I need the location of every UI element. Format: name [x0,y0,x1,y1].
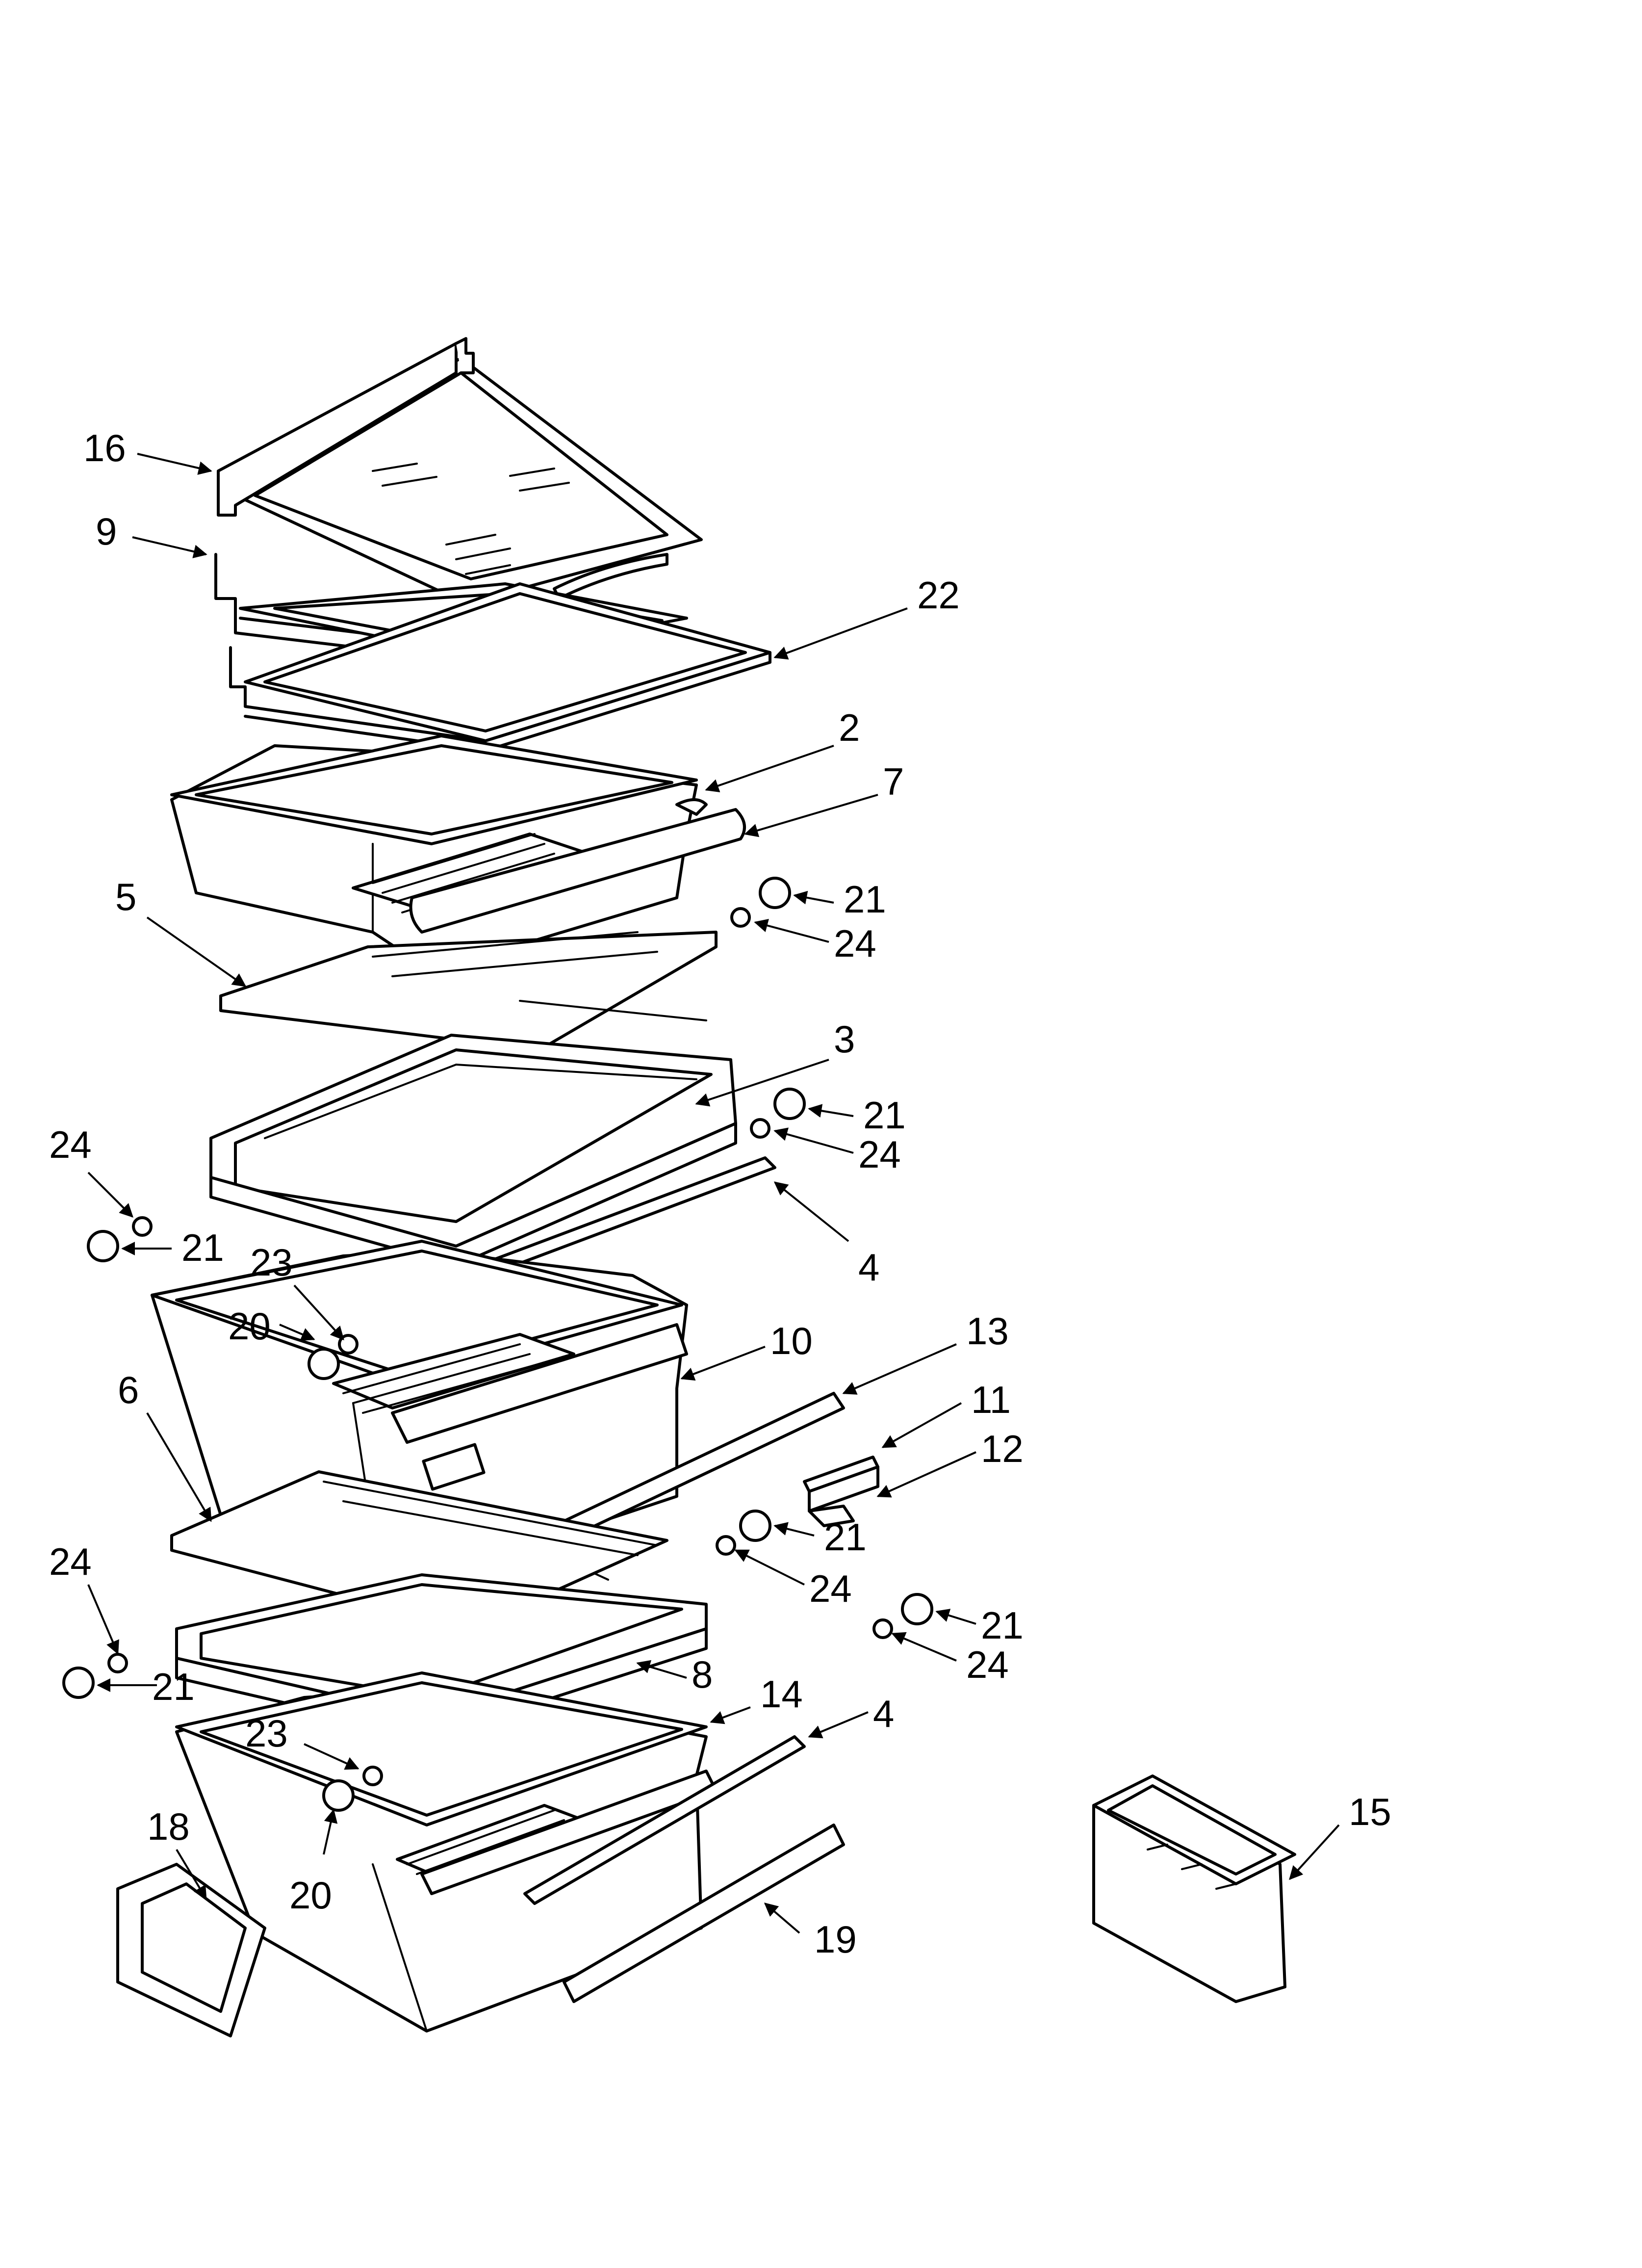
callout-8: 8 [692,1653,713,1696]
callout-2: 2 [839,706,860,749]
callout-7: 7 [883,760,904,803]
callout-6: 6 [118,1368,139,1411]
callout-4: 4 [858,1246,879,1289]
callout-21: 21 [844,878,886,921]
callout-9: 9 [96,510,117,553]
callout-22: 22 [917,574,960,617]
callout-24: 24 [809,1567,852,1610]
control-slide [803,1456,879,1512]
callout-4: 4 [873,1692,894,1735]
crisper-pan-bottom [175,1671,718,2033]
callout-24: 24 [834,922,876,965]
callout-3: 3 [834,1017,855,1061]
callout-10: 10 [770,1319,813,1362]
callout-23: 23 [245,1712,288,1755]
callout-13: 13 [966,1309,1009,1353]
crisper-frame [209,1000,737,1267]
crisper-pan-upper [170,734,746,973]
callout-5: 5 [115,875,136,918]
crisper-glass [219,931,718,1051]
callout-20: 20 [228,1304,271,1348]
shelf [229,582,771,752]
callout-21: 21 [863,1094,906,1137]
callout-labels: 16 9 22 2 7 21 24 5 3 21 24 24 21 4 23 2… [49,426,1391,1961]
callout-23: 23 [250,1241,293,1284]
leader-lines [87,453,1340,1934]
shelf-glass-top [217,337,703,605]
callout-21: 21 [824,1515,867,1559]
cover [563,1824,845,2003]
callout-24: 24 [966,1643,1009,1686]
storage-bin [1092,1774,1296,2003]
callout-24: 24 [858,1133,901,1176]
callout-24: 24 [49,1540,92,1583]
callout-19: 19 [814,1918,857,1961]
callout-15: 15 [1349,1790,1391,1833]
callout-18: 18 [147,1805,190,1848]
label-plate [116,1863,266,2037]
callout-21: 21 [152,1665,195,1708]
rail-lower [523,1735,806,1905]
callout-21: 21 [181,1226,224,1269]
callout-11: 11 [971,1378,1011,1421]
callout-20: 20 [289,1874,332,1917]
callout-14: 14 [760,1672,803,1716]
callout-12: 12 [981,1427,1024,1470]
roller-assembly [62,877,933,1812]
callout-24: 24 [49,1123,92,1166]
control-guide [808,1505,855,1527]
callout-16: 16 [83,426,126,469]
callout-21: 21 [981,1604,1024,1647]
